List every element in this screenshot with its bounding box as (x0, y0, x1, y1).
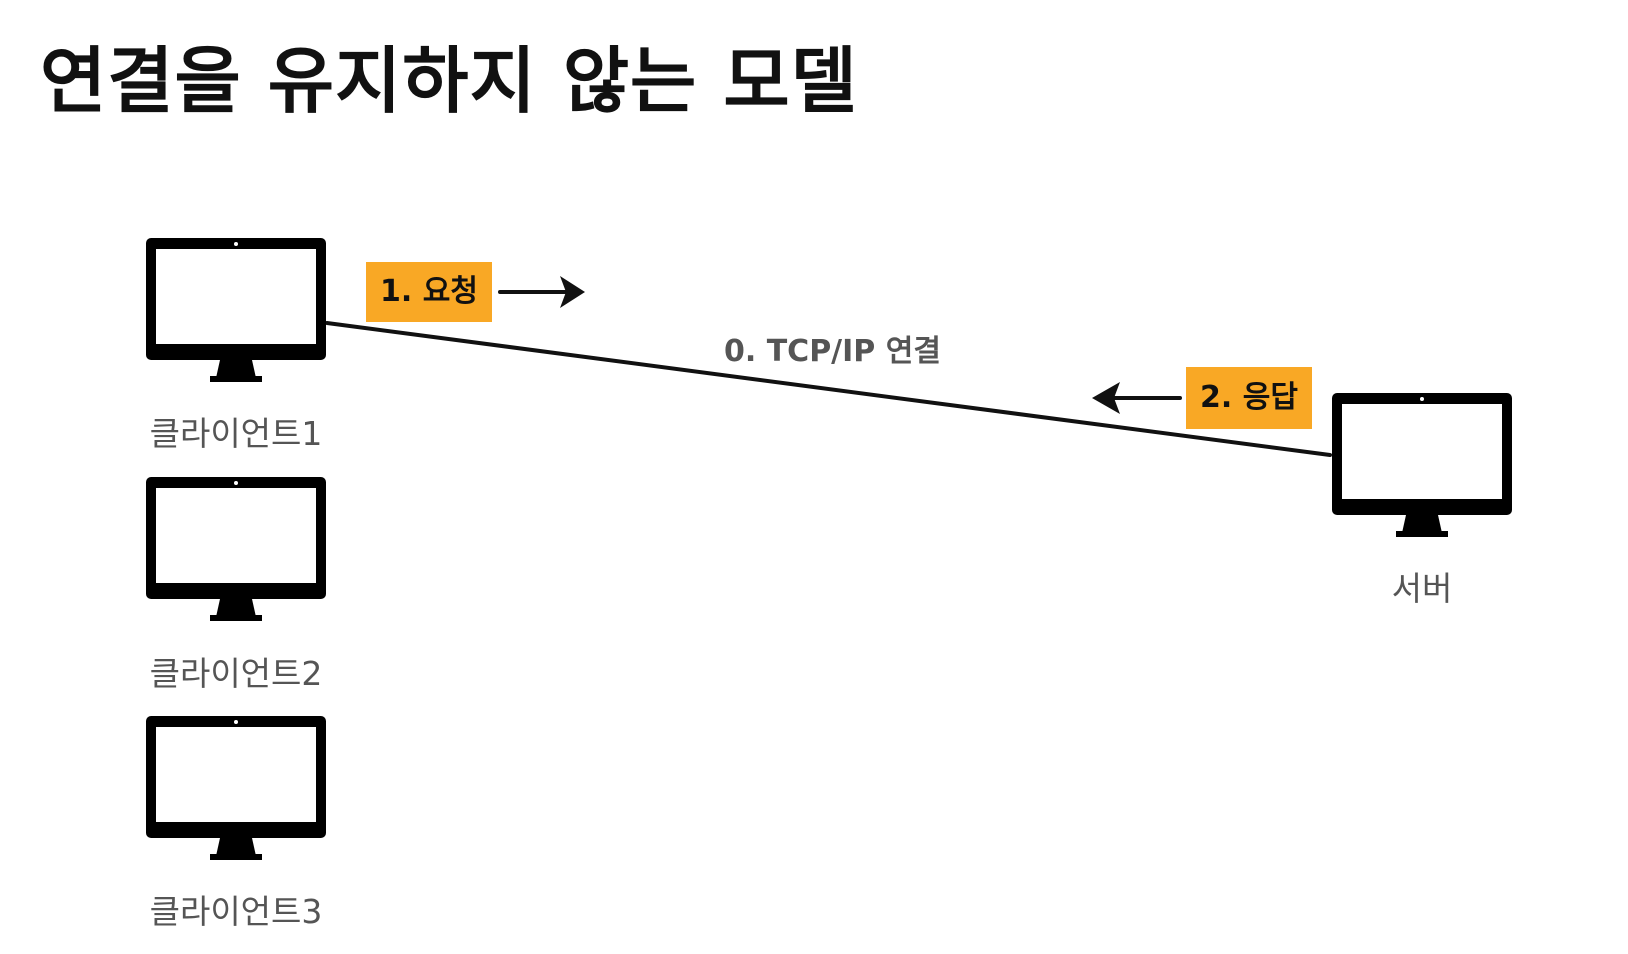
page-title: 연결을 유지하지 않는 모델 (40, 39, 858, 123)
client-1-monitor-icon (146, 238, 326, 383)
client-2-monitor-icon (146, 477, 326, 622)
client-2-label: 클라이언트2 (149, 654, 323, 693)
connection-label: 0. TCP/IP 연결 (724, 334, 941, 369)
request-tag: 1. 요청 (366, 262, 492, 322)
arrow-left-icon (1092, 382, 1182, 414)
client-3-label: 클라이언트3 (149, 892, 323, 931)
server-label: 서버 (1391, 569, 1453, 608)
connection-line (325, 321, 1332, 457)
server-monitor-icon (1332, 393, 1512, 538)
arrow-right-icon (498, 276, 585, 308)
response-tag: 2. 응답 (1186, 367, 1312, 429)
client-1-label: 클라이언트1 (149, 414, 323, 453)
client-3-monitor-icon (146, 716, 326, 861)
